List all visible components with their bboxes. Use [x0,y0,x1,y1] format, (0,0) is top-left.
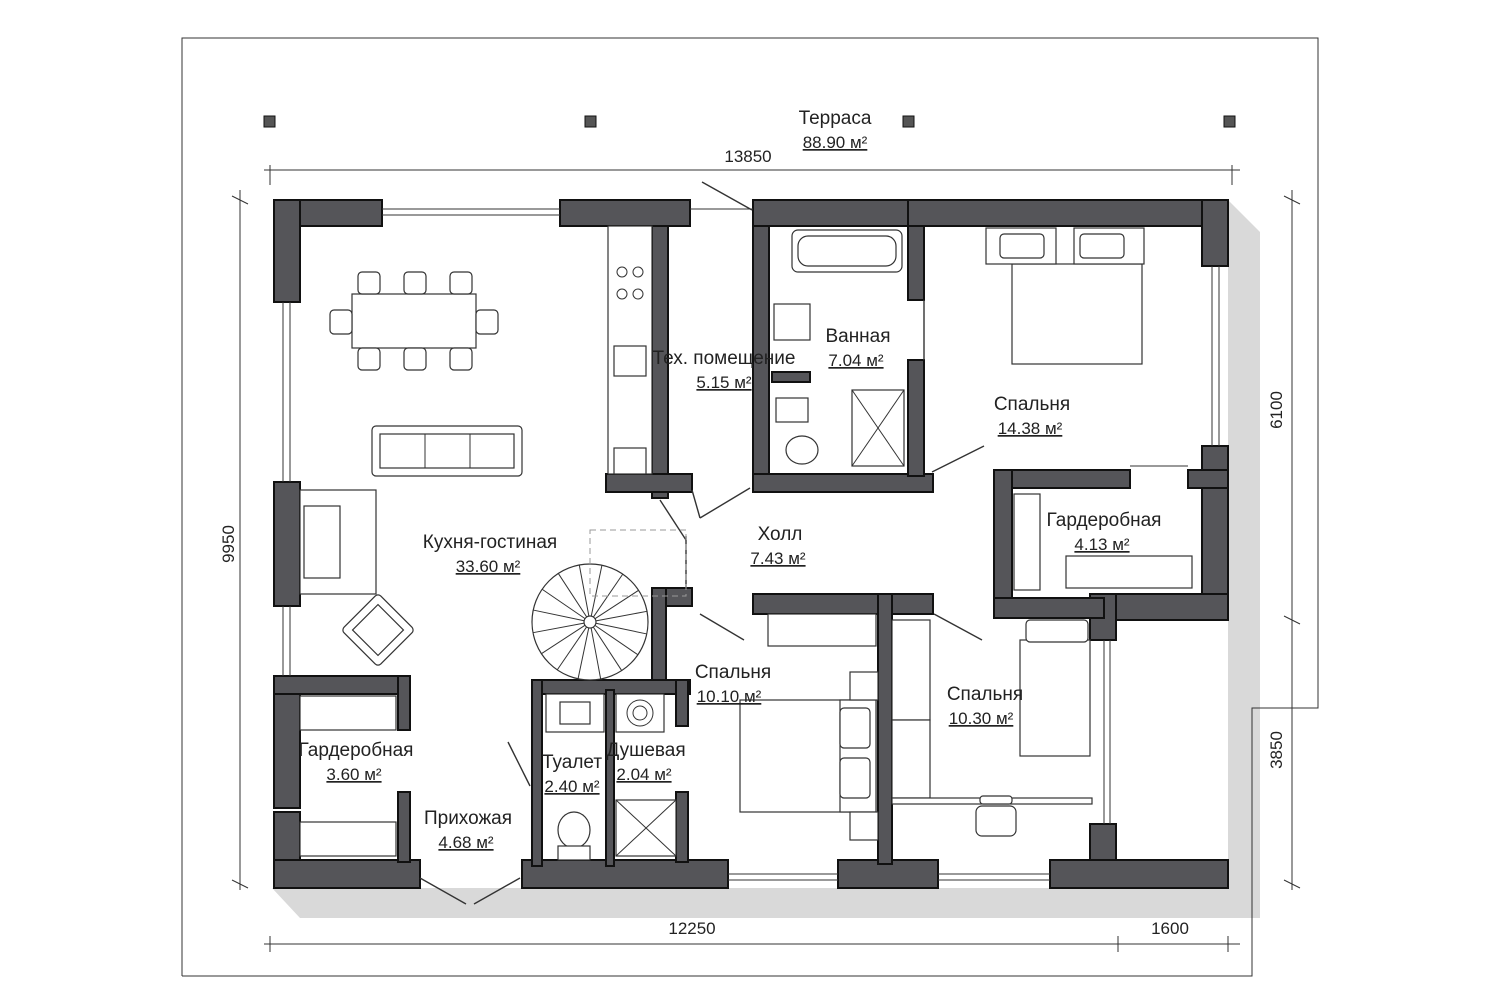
room-area-bathroom: 7.04 м² [828,351,883,370]
fireplace [303,505,341,579]
room-area-bedroom1: 14.38 м² [998,419,1063,438]
stair-tread [533,609,585,622]
wardrobe-rail-1 [1013,493,1193,591]
sofa [371,425,523,477]
stair-tread [557,573,588,618]
stair-tread [577,627,590,679]
armchair [342,594,414,666]
room-name-shower: Душевая [606,740,685,761]
building-floor [274,202,1228,866]
room-area-wardrobe1: 4.13 м² [1074,535,1129,554]
stair-tread [595,622,647,635]
dim-bottom-right: 1600 [1151,919,1189,938]
room-name-tech: Тех. помещение [653,348,796,369]
room-labels: Терраса 88.90 м² Кухня-гостиная 33.60 м²… [299,108,1162,852]
room-area-bedroom3: 10.30 м² [949,709,1014,728]
stair-tread [594,589,639,620]
room-name-wardrobe1: Гардеробная [1047,510,1162,531]
dim-top-width: 13850 [724,147,771,166]
kitchen-counter [607,225,653,475]
windows [282,208,1220,881]
terrace-posts [263,115,1236,128]
room-area-tech: 5.15 м² [696,373,751,392]
room-name-bedroom2: Спальня [695,662,771,683]
room-name-wardrobe2: Гардеробная [299,740,414,761]
room-name-toilet: Туалет [542,752,602,773]
dining-table [329,271,499,371]
bed-bedroom3 [891,619,1093,837]
room-name-kitchen: Кухня-гостиная [423,532,557,553]
dim-left-height: 9950 [219,525,238,563]
bathroom-fixtures [773,229,905,467]
room-name-entrance: Прихожая [424,808,512,829]
room-name-bathroom: Ванная [825,326,890,347]
stair-tread [594,624,639,656]
stair-tread [590,627,602,680]
room-name-bedroom3: Спальня [947,684,1023,705]
room-area-shower: 2.04 м² [616,765,671,784]
stair-tread [541,624,586,655]
room-name-terrace: Терраса [799,108,872,129]
room-area-toilet: 2.40 м² [544,777,599,796]
room-area-hall: 7.43 м² [750,549,805,568]
dim-right-lower: 3850 [1267,731,1286,769]
room-area-wardrobe2: 3.60 м² [326,765,381,784]
stair-tread [592,626,623,671]
terrace-outline [181,37,1319,977]
stair-tread [541,588,586,620]
spiral-staircase [531,529,687,681]
bed-bedroom2 [739,613,879,841]
room-name-bedroom1: Спальня [994,394,1070,415]
stair-tread [590,565,603,617]
bed-double [985,227,1145,365]
dimension-lines [231,165,1301,952]
wc-fixtures [545,693,677,861]
stair-tread [532,622,585,634]
stair-tread [592,573,624,618]
room-name-hall: Холл [758,524,803,545]
dimension-texts: 13850 9950 6100 3850 12250 1600 [219,147,1286,938]
stair-tread [595,610,648,622]
stair-tread [556,626,588,671]
dim-right-upper: 6100 [1267,391,1286,429]
dim-bottom-main: 12250 [668,919,715,938]
wardrobe-rail-2 [299,695,397,857]
room-area-bedroom2: 10.10 м² [697,687,762,706]
room-area-terrace: 88.90 м² [803,133,868,152]
room-area-entrance: 4.68 м² [438,833,493,852]
stair-tread [578,564,590,617]
room-area-kitchen: 33.60 м² [456,557,521,576]
